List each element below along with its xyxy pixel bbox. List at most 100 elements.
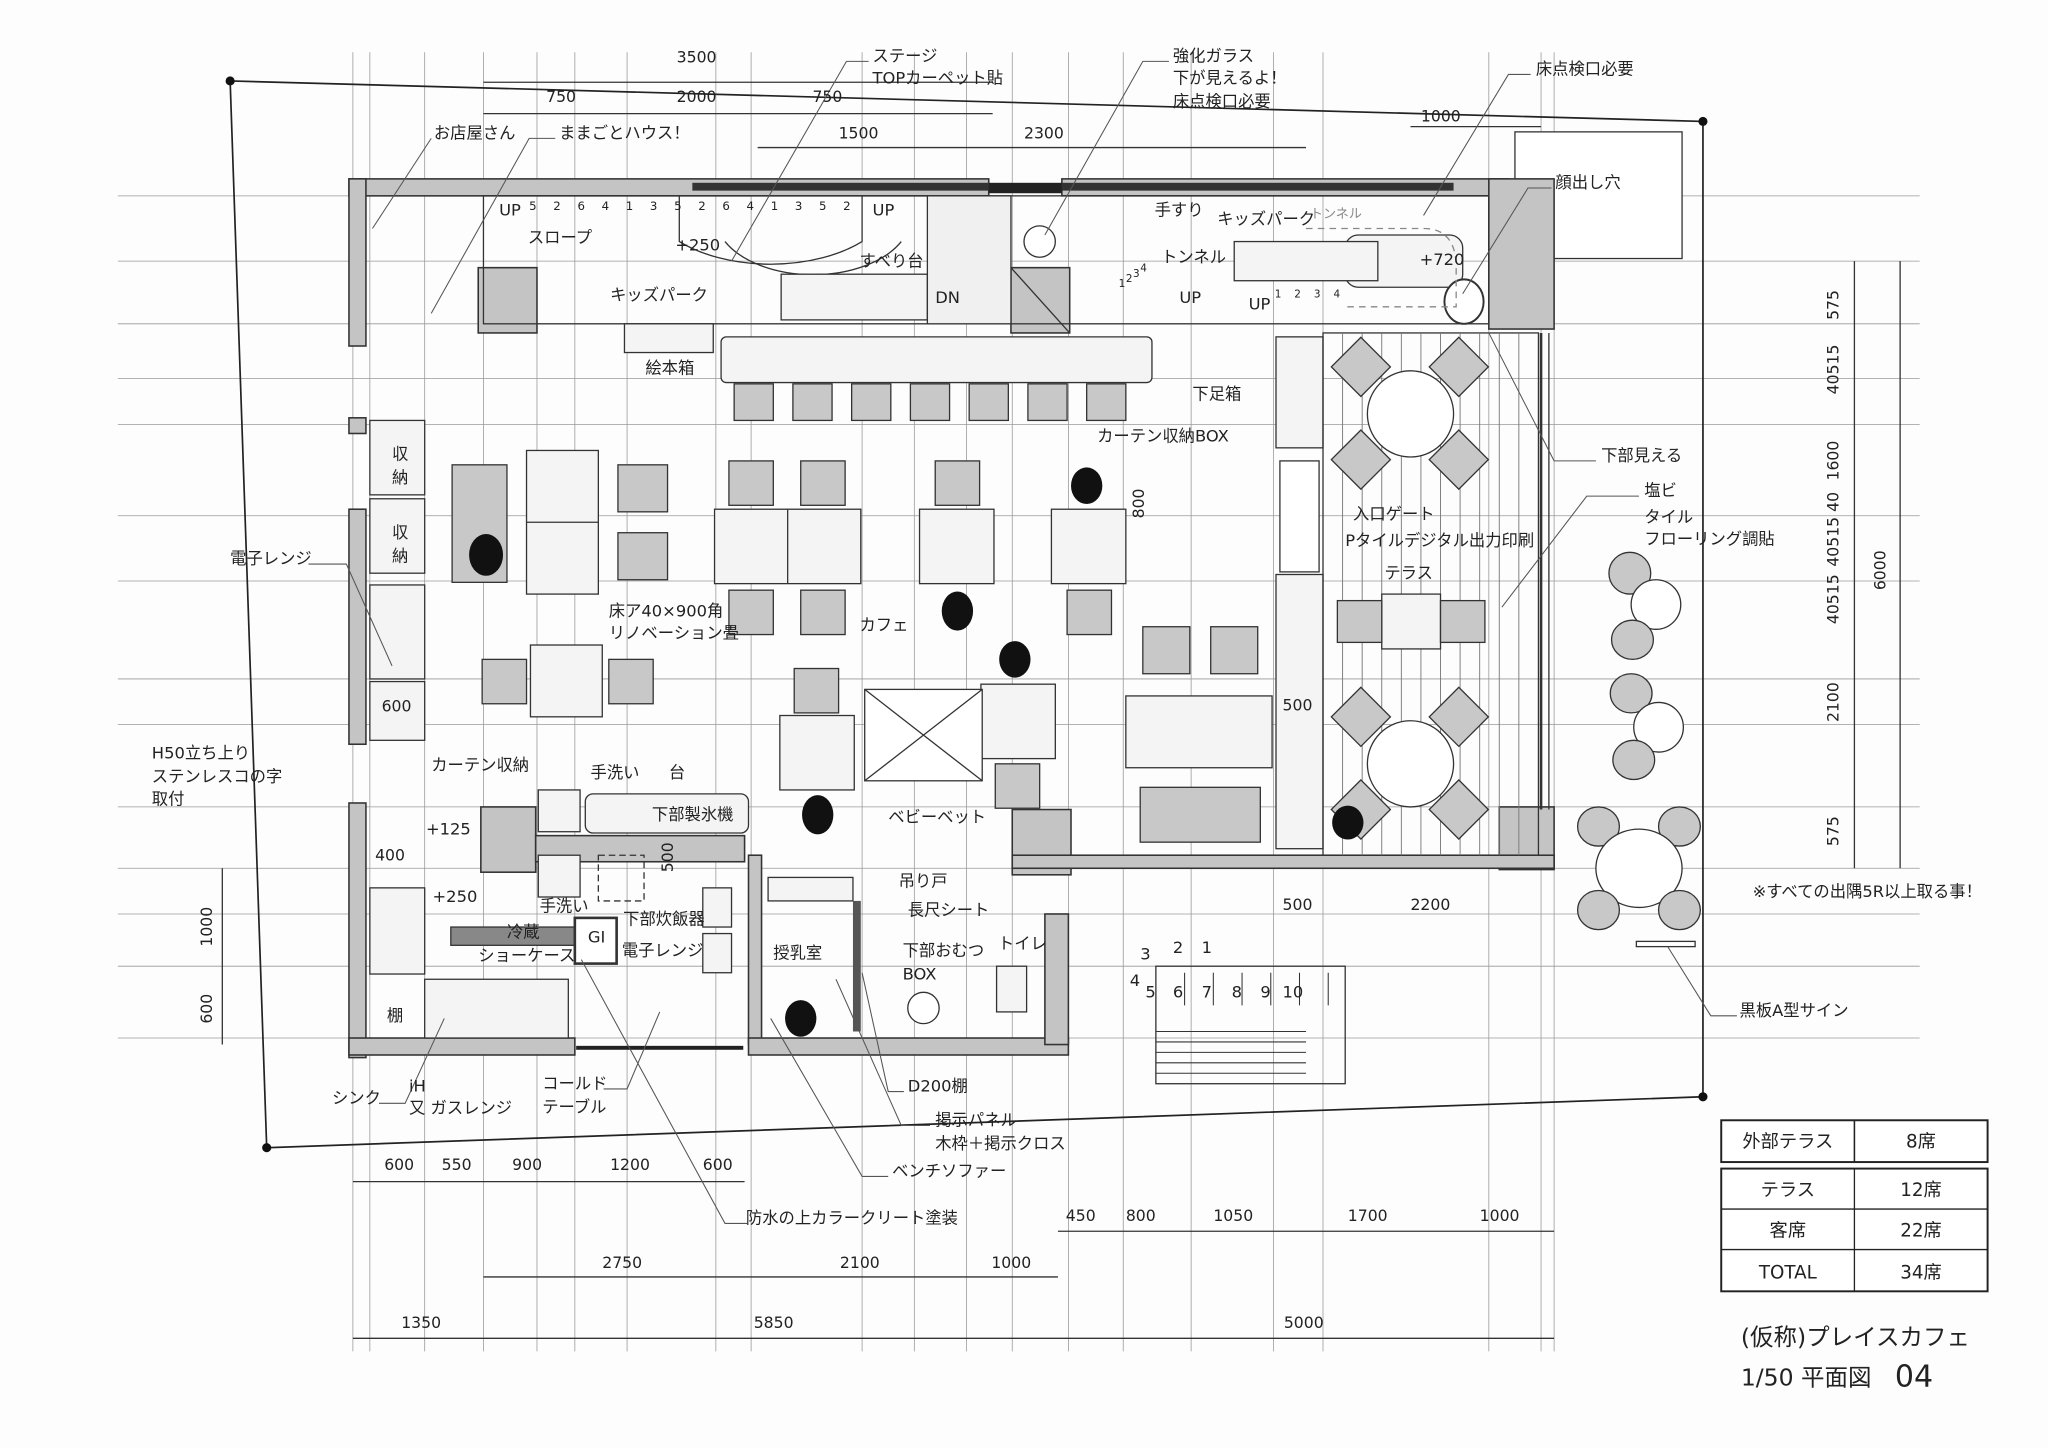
annotation-label: 黒板A型サイン (1740, 1001, 1849, 1020)
exit-step-number: 8 (1232, 983, 1242, 1002)
terrace-chair (1330, 336, 1392, 398)
dimension-label: 750 (546, 87, 576, 106)
annotation-label: Pタイルデジタル出力印刷 (1345, 531, 1534, 550)
step-number: 3 (1314, 289, 1321, 301)
annotation-label: D200棚 (908, 1077, 968, 1096)
stage-step-number: 6 (577, 199, 584, 213)
sheet-number: 04 (1895, 1360, 1933, 1395)
annotation-label: お店屋さん (434, 123, 516, 142)
dimension-label: 1200 (610, 1155, 650, 1174)
annotation-label: 下部おむつ (903, 941, 985, 960)
seat-label-guest: 客席 (1770, 1220, 1807, 1241)
dimension-label: 600 (382, 697, 412, 716)
people-icons (469, 467, 1364, 1037)
boundary-point (225, 76, 235, 86)
annotation-label: 強化ガラス (1173, 46, 1254, 65)
bar-stool (1086, 383, 1127, 422)
annotation-label: TOPカーペット貼 (872, 69, 1004, 88)
annotation-label: GI (588, 928, 605, 947)
terrace-chair (1428, 686, 1490, 748)
annotation-label: iH (409, 1077, 426, 1096)
kids-park-area (482, 195, 1490, 334)
annotation-label: 冷蔵 (507, 922, 540, 941)
annotation-label: +720 (1420, 250, 1465, 269)
annotation-label: +250 (675, 236, 720, 255)
annotation-label: 授乳室 (773, 943, 822, 962)
annotation-label: 下部炊飯器 (623, 909, 705, 928)
annotation-label: 下が見えるよ！ (1173, 69, 1287, 88)
dimension-label: 3500 (677, 48, 717, 67)
seat-label-total: TOTAL (1758, 1262, 1818, 1283)
dimension-label: 1350 (401, 1313, 441, 1332)
annotation-label: コールド (542, 1074, 607, 1093)
annotation-label: UP (873, 200, 895, 219)
stage-step-number: 6 (722, 199, 729, 213)
dimension-label: 1700 (1348, 1206, 1388, 1225)
exit-step-number: 7 (1202, 983, 1212, 1002)
dimension-label: 575 (1824, 290, 1843, 320)
dimension-label: 600 (197, 994, 216, 1024)
annotation-label: カーテン収納BOX (1097, 426, 1229, 445)
dimension-label: 6000 (1871, 550, 1890, 590)
dimension-label: 400 (375, 845, 405, 864)
stage-step-number: 1 (771, 199, 778, 213)
annotation-label: 下部製氷機 (652, 805, 734, 824)
annotation-label: カーテン収納 (431, 755, 529, 774)
seat-count-table: 外部テラス 8席 テラス 12席 客席 22席 TOTAL 34席 (1720, 1119, 1989, 1293)
stage-step-number: 2 (843, 199, 850, 213)
dimension-label: 1050 (1213, 1206, 1253, 1225)
annotation-label: 掲示パネル (935, 1110, 1017, 1129)
bar-stool (850, 383, 892, 422)
dimension-label: 575 (1824, 816, 1843, 846)
annotation-label: スロープ (528, 228, 593, 247)
annotation-label: ベンチソファー (892, 1161, 1006, 1180)
terrace-chair (1330, 686, 1392, 748)
dimension-label: 1500 (839, 123, 879, 142)
annotation-label: UP (1179, 288, 1201, 307)
stage-step-number: 2 (553, 199, 560, 213)
boundary-point (262, 1143, 272, 1153)
annotation-label: キッズパーク (610, 285, 708, 304)
stage-step-number: 5 (674, 199, 681, 213)
annotation-label: すべり台 (859, 251, 923, 270)
stage-step-number: 5 (529, 199, 536, 213)
dimension-label: 40515 (1824, 574, 1843, 624)
annotation-label: 手洗い (540, 896, 589, 915)
drawing-name: 1/50 平面図 (1741, 1363, 1872, 1391)
annotation-label: 取付 (152, 789, 185, 808)
dimension-label: 2100 (1824, 682, 1843, 722)
annotation-label: 又 ガスレンジ (409, 1099, 512, 1118)
stage-step-number: 4 (747, 199, 754, 213)
dimension-label: 550 (442, 1155, 472, 1174)
dimension-lines (221, 81, 1901, 1339)
step-number: 4 (1140, 263, 1147, 275)
annotation-label: シンク (332, 1088, 381, 1107)
annotation-label: 納 (392, 546, 408, 565)
annotation-label: 下足箱 (1192, 385, 1241, 404)
exit-step-number: 1 (1202, 938, 1212, 957)
exit-step-number: 6 (1173, 983, 1183, 1002)
dimension-label: 800 (1129, 488, 1148, 518)
stage-step-number: 1 (626, 199, 633, 213)
stage-step-number: 5 (819, 199, 826, 213)
bar-stool (792, 383, 833, 422)
annotation-label: +125 (426, 819, 471, 838)
annotation-label: カフェ (859, 616, 908, 635)
bar-stool (968, 383, 1009, 422)
exit-step-number: 9 (1260, 983, 1270, 1002)
annotation-label: キッズパーク (1217, 210, 1315, 229)
exit-step-number: 3 (1140, 945, 1150, 964)
dimension-label: 750 (812, 87, 842, 106)
terrace-chair (1330, 429, 1392, 491)
dimension-label: 1000 (1421, 106, 1461, 125)
stage-step-number: 2 (698, 199, 705, 213)
dimension-label: 600 (384, 1155, 414, 1174)
annotation-label: 台 (669, 763, 685, 782)
dimension-label: 500 (1283, 895, 1313, 914)
stage-step-number: 3 (650, 199, 657, 213)
dimension-label: 40515 40 (1824, 492, 1843, 567)
